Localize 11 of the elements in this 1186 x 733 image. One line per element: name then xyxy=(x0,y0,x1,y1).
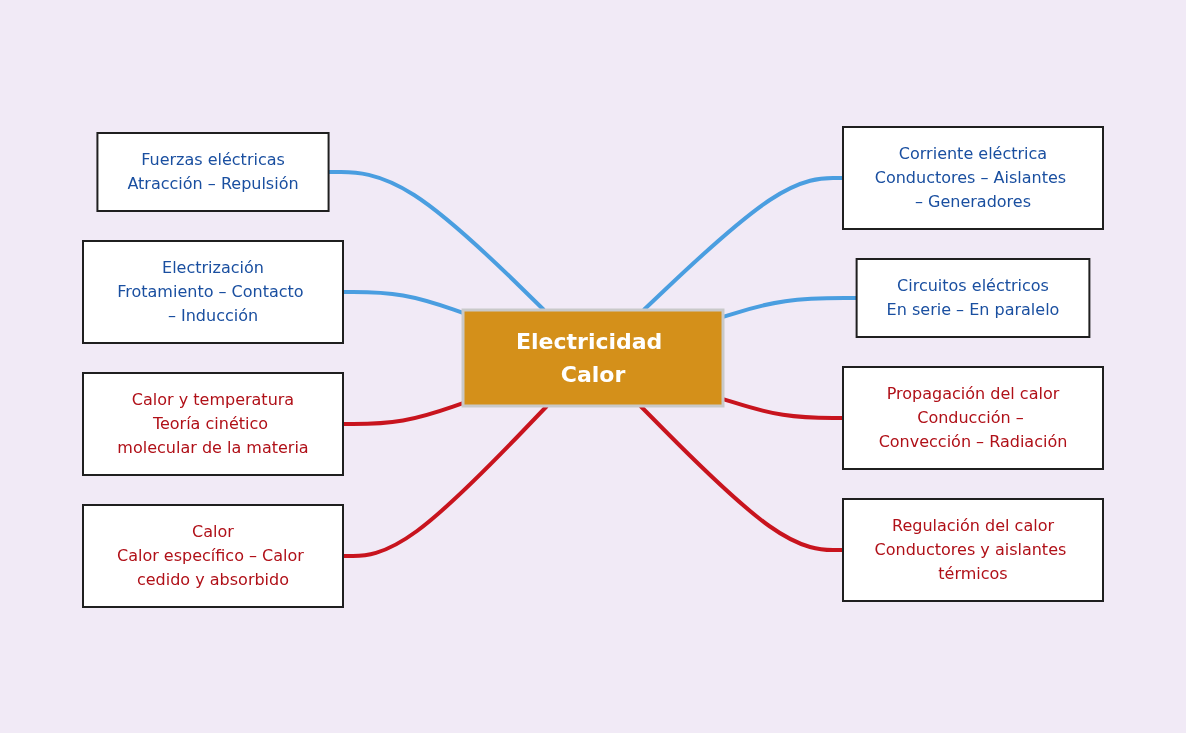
node-box: Circuitos eléctricos En serie – En paralelo xyxy=(855,257,1091,338)
node-box: Regulación del calor Conductores y aislantes térmicos xyxy=(842,497,1104,602)
connector xyxy=(343,400,464,426)
node-box: Corriente eléctrica Conductores – Aislantes – Generadores xyxy=(842,125,1104,230)
node-box: Fuerzas eléctricas Atracción – Repulsión xyxy=(96,131,330,212)
node-box: Calor y temperatura Teoría cinético molecular de la materia xyxy=(82,371,344,476)
node-box: Electricidad Calor xyxy=(461,308,725,407)
node-box: Propagación del calor Conducción – Convección – Radiación xyxy=(842,365,1104,470)
node-box: Electrización Frotamiento – Contacto – Inducción xyxy=(82,239,344,344)
node-box: Calor Calor específico – Calor cedido y absorbido xyxy=(82,503,344,608)
connector xyxy=(343,289,464,315)
